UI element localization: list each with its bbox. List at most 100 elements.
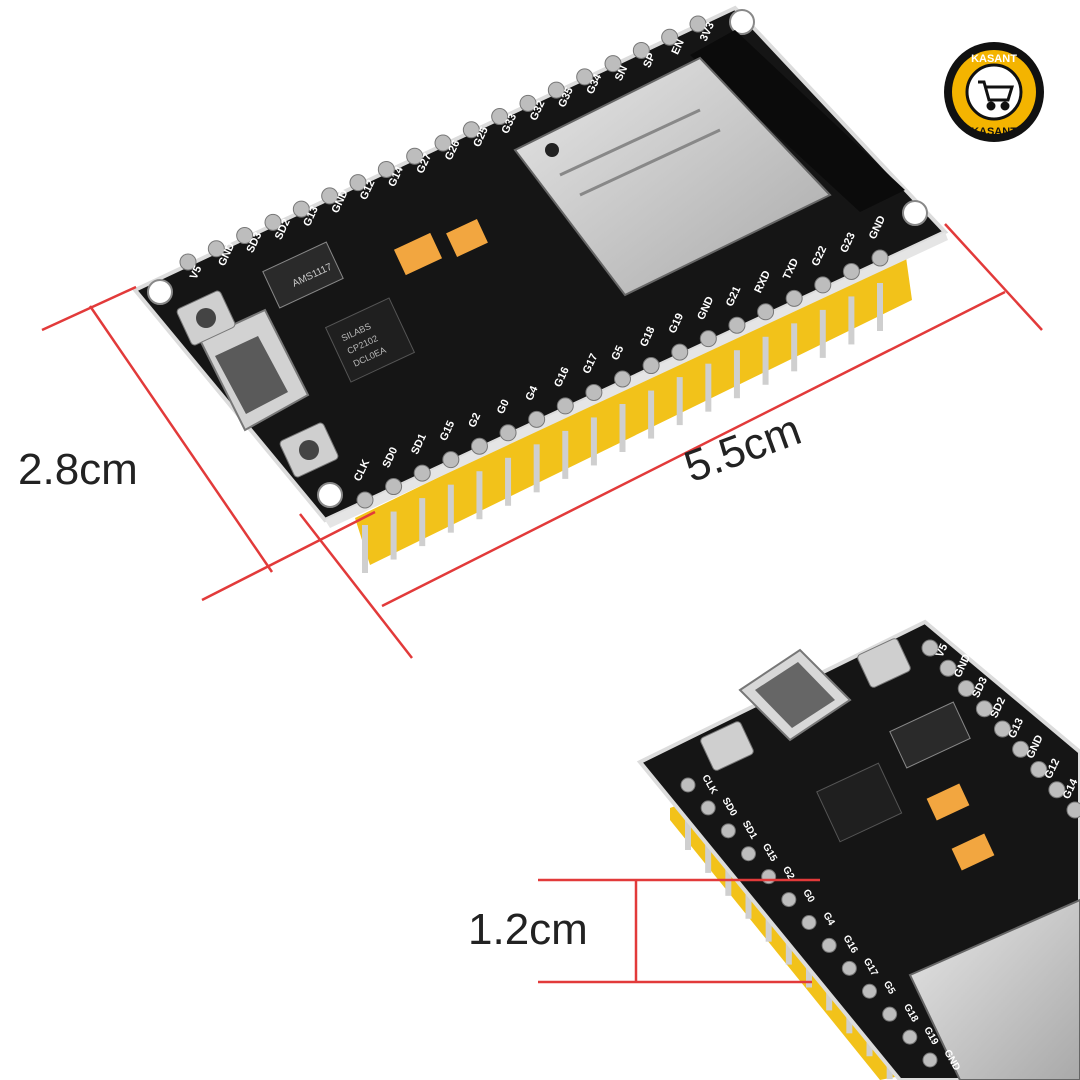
pin-leg: [419, 498, 426, 547]
header-pin: [862, 983, 877, 999]
pin-leg: [791, 323, 798, 372]
pin-leg: [505, 457, 512, 506]
header-pin: [207, 240, 225, 258]
pin-label: EN: [670, 38, 687, 57]
header-pin: [814, 276, 832, 294]
pin-label: V5: [188, 264, 205, 281]
header-pin: [576, 68, 594, 86]
pin-leg: [447, 484, 454, 533]
mount-hole: [147, 279, 173, 305]
header-pin: [236, 227, 254, 245]
length-extension-right: [944, 223, 1043, 331]
header-pin: [671, 343, 689, 361]
mount-hole: [729, 9, 755, 35]
mount-hole: [902, 200, 928, 226]
header-pin: [757, 303, 775, 321]
header-pin: [741, 846, 756, 862]
pin-label: SP: [641, 51, 658, 69]
header-pin: [632, 41, 650, 59]
header-pin: [761, 869, 777, 885]
mount-hole: [317, 482, 343, 508]
pin-header-bottom: [355, 250, 912, 565]
button-cap: [299, 440, 319, 460]
header-pin: [661, 28, 679, 46]
header-pin: [821, 937, 837, 953]
pin-label: G4: [524, 383, 541, 402]
width-extension-top: [41, 285, 137, 332]
boot-button-side: [700, 721, 754, 771]
pin-leg: [362, 525, 368, 573]
header-pin: [585, 383, 603, 401]
header-pin: [921, 639, 939, 657]
header-pin: [519, 94, 537, 112]
capacitor: [446, 219, 488, 257]
length-dimension-line: [381, 290, 1006, 608]
header-pin: [939, 659, 957, 677]
pin-label: G2: [466, 411, 483, 429]
capacitor: [393, 232, 443, 276]
width-extension-bottom: [201, 510, 376, 602]
voltage-regulator-side: [889, 701, 971, 769]
header-pin: [614, 370, 631, 388]
header-pin: [356, 491, 374, 509]
pin-label: G0: [495, 398, 512, 416]
header-pin: [470, 437, 488, 455]
header-pin: [434, 134, 452, 152]
header-pin: [902, 1029, 918, 1045]
dimension-lines-side: [538, 878, 820, 984]
pin-leg: [676, 377, 683, 426]
micro-usb-opening-side: [755, 662, 835, 728]
pin-leg: [848, 296, 855, 345]
esp32-shield: [513, 56, 832, 297]
kasant-logo: KASANT KASANT: [944, 42, 1044, 142]
capacitor: [951, 833, 995, 871]
esp32-board-side-view: V5GNDSD3SD2G13GNDG12G14G27CLKSD0SD1G15G2…: [636, 619, 1080, 1080]
pin-leg: [590, 417, 597, 466]
capacitor: [926, 783, 970, 821]
header-pin: [1066, 801, 1080, 819]
pin-leg: [705, 363, 712, 412]
logo-brand-bottom: KASANT: [971, 126, 1017, 138]
usb-uart-chip-side: [816, 762, 903, 843]
header-pin: [377, 160, 395, 178]
pin-leg: [877, 283, 883, 331]
header-pin: [385, 478, 403, 496]
header-pin: [841, 960, 857, 976]
pin-leg: [762, 336, 769, 385]
header-pin: [264, 213, 282, 231]
header-pin: [975, 700, 993, 718]
reset-button-side: [857, 638, 911, 688]
dimension-lines-main: [41, 223, 1043, 659]
button-cap: [196, 308, 216, 328]
header-pin: [994, 720, 1011, 738]
pin-label: V5: [934, 642, 951, 659]
header-pin: [781, 892, 797, 908]
voltage-regulator: [262, 241, 344, 309]
pin-leg: [685, 800, 691, 850]
width-dimension-label: 2.8cm: [18, 445, 138, 494]
header-pin: [491, 108, 509, 126]
header-pin: [1012, 740, 1030, 758]
header-pin: [528, 410, 546, 428]
header-pin: [442, 451, 460, 469]
antenna-area: [690, 30, 905, 212]
pin-label: SN: [613, 64, 630, 83]
pin-leg: [476, 471, 483, 520]
header-pin: [720, 823, 736, 839]
pin-leg: [819, 309, 826, 358]
pin-leg: [619, 404, 626, 452]
header-pin: [957, 680, 975, 697]
header-pin: [689, 15, 707, 33]
header-pin: [728, 316, 746, 334]
shield-marking: [559, 108, 701, 177]
header-pin: [882, 1006, 898, 1022]
header-pin: [1030, 761, 1048, 778]
width-dimension-line: [88, 305, 274, 573]
pin-legs-bottom: [362, 283, 883, 573]
pin-leg: [533, 444, 540, 493]
shield-marking: [579, 128, 721, 197]
header-pin: [179, 253, 197, 271]
